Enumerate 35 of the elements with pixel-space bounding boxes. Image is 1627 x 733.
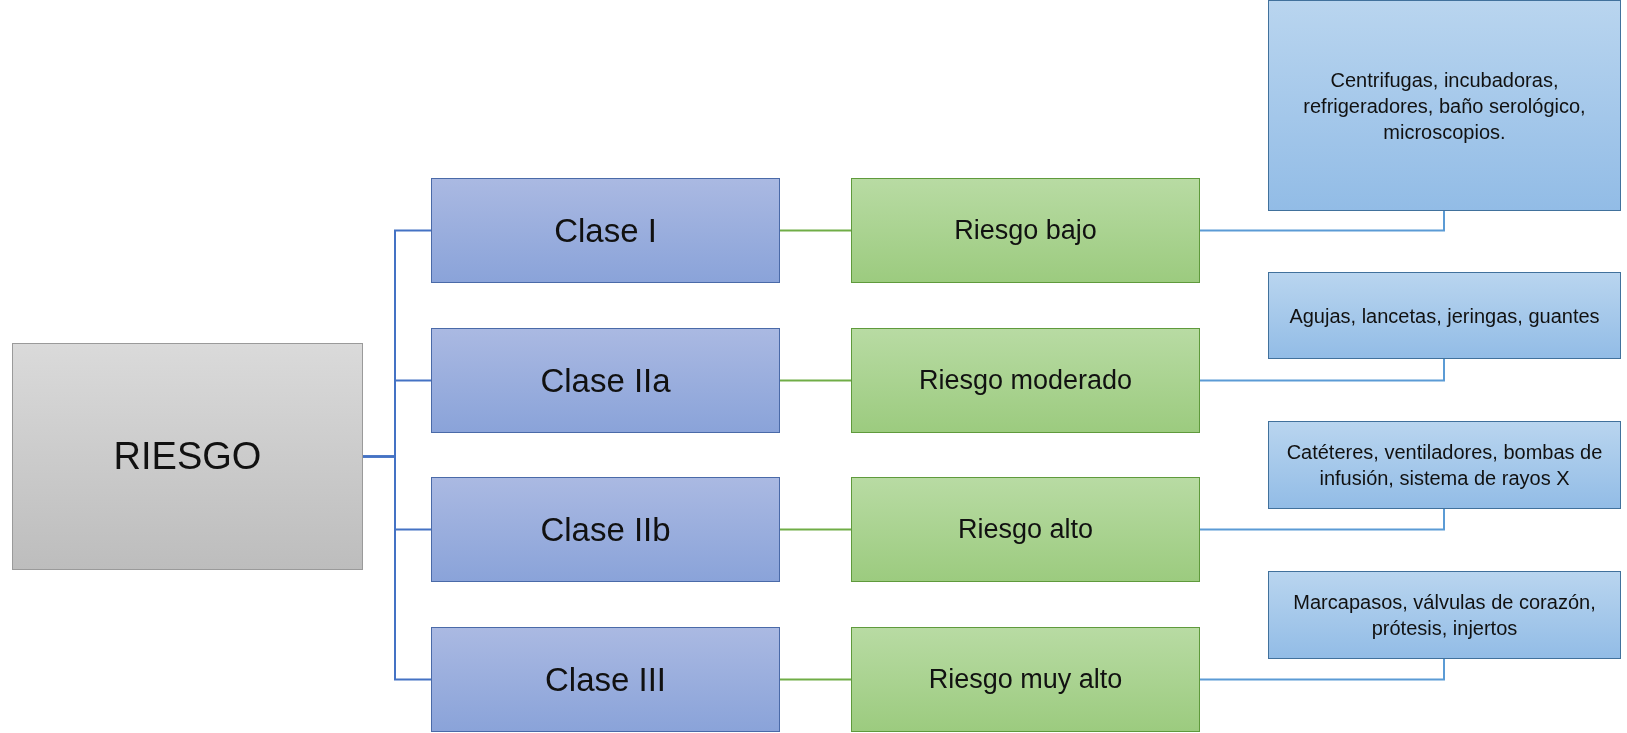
connector-line	[779, 229, 852, 232]
box-label: Marcapasos, válvulas de corazón, prótesis, injertos	[1292, 590, 1597, 641]
box-label: Riesgo moderado	[918, 365, 1133, 396]
box-label: Clase I	[554, 211, 657, 250]
risk-level-box	[851, 328, 1200, 433]
risk-level-box	[851, 627, 1200, 732]
box-label: Riesgo bajo	[954, 215, 1097, 246]
connector-line	[1199, 508, 1445, 531]
connector-line	[1199, 658, 1445, 681]
box-label: Riesgo alto	[957, 514, 1094, 545]
class-box	[431, 178, 780, 283]
risk-level-box	[851, 477, 1200, 582]
box-label: RIESGO	[113, 435, 262, 478]
connector-line	[1199, 358, 1445, 382]
box-label: Agujas, lancetas, jeringas, guantes	[1289, 303, 1600, 329]
class-box	[431, 328, 780, 433]
class-box	[431, 477, 780, 582]
box-label: Catéteres, ventiladores, bombas de infusión, sistema de rayos X	[1285, 440, 1604, 491]
connector-line	[779, 678, 852, 681]
example-box	[1268, 272, 1621, 359]
connector-line	[779, 528, 852, 531]
class-box	[431, 627, 780, 732]
example-box	[1268, 571, 1621, 659]
box-label: Riesgo muy alto	[928, 664, 1123, 695]
example-box	[1268, 421, 1621, 509]
box-label: Clase IIa	[540, 361, 671, 400]
connector-line	[362, 455, 432, 681]
box-label: Clase III	[544, 660, 666, 699]
example-box	[1268, 0, 1621, 211]
box-label: Clase IIb	[540, 510, 671, 549]
box-label: Centrifugas, incubadoras, refrigeradores, baño serológico, microscopios.	[1302, 67, 1587, 145]
risk-level-box	[851, 178, 1200, 283]
connector-line	[1199, 210, 1445, 232]
root-box	[12, 343, 363, 570]
connector-line	[779, 379, 852, 382]
